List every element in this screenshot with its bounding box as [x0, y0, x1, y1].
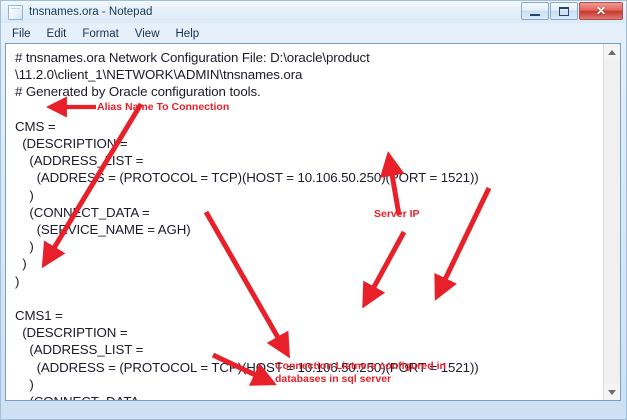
editor-line: (CONNECT_DATA =: [15, 204, 150, 220]
menu-item-help[interactable]: Help: [175, 27, 200, 40]
editor-line: ): [15, 256, 27, 272]
close-button[interactable]: ✕: [579, 2, 623, 20]
window-titlebar[interactable]: tnsnames.ora - Notepad ✕: [1, 1, 626, 23]
editor-line: \11.2.0\client_1\NETWORK\ADMIN\tnsnames.…: [15, 67, 303, 83]
editor-line: ): [15, 376, 34, 392]
annotation-alias-name: Alias Name To Connection: [97, 101, 230, 113]
scrollbar-track[interactable]: [604, 60, 620, 384]
close-icon: ✕: [595, 4, 607, 18]
editor-line: (ADDRESS_LIST =: [15, 342, 144, 358]
vertical-scrollbar[interactable]: [603, 44, 620, 400]
annotation-server-ip: Server IP: [374, 208, 420, 220]
editor-line: ): [15, 187, 34, 203]
maximize-button[interactable]: [550, 2, 578, 20]
editor-line: (DESCRIPTION =: [15, 325, 128, 341]
menu-item-view[interactable]: View: [134, 27, 160, 40]
minimize-button[interactable]: [521, 2, 549, 20]
editor-line: # tnsnames.ora Network Configuration Fil…: [15, 50, 370, 65]
window-controls: ✕: [521, 2, 623, 20]
menu-item-format[interactable]: Format: [82, 27, 119, 40]
editor-line: # Generated by Oracle configuration tool…: [15, 84, 261, 100]
editor-line: (ADDRESS = (PROTOCOL = TCP)(HOST = 10.10…: [15, 170, 479, 186]
scroll-up-arrow-button[interactable]: [604, 44, 620, 60]
editor-blank-line: [15, 290, 599, 307]
minimize-icon: [530, 11, 540, 16]
maximize-icon: [559, 6, 569, 16]
notepad-document-icon: [8, 4, 23, 20]
scroll-up-arrow-icon: [608, 49, 616, 55]
menu-bar: File Edit Format View Help: [4, 24, 623, 43]
editor-line: (ADDRESS_LIST =: [15, 153, 144, 169]
scroll-down-arrow-icon: [608, 389, 616, 395]
editor-line: ): [15, 239, 34, 255]
text-editor[interactable]: # tnsnames.ora Network Configuration Fil…: [6, 44, 603, 400]
menu-item-file[interactable]: File: [12, 27, 31, 40]
editor-line: ): [15, 273, 20, 289]
window-title: tnsnames.ora - Notepad: [29, 6, 153, 18]
menu-item-edit[interactable]: Edit: [46, 27, 67, 40]
editor-line: (CONNECT_DATA =: [15, 393, 599, 400]
annotation-connection-listeners: Connection Listners configured in databa…: [275, 360, 446, 385]
editor-line: (DESCRIPTION =: [15, 136, 128, 151]
editor-area: # tnsnames.ora Network Configuration Fil…: [5, 43, 621, 401]
editor-line: CMS1 =: [15, 308, 63, 324]
editor-line: CMS =: [15, 118, 56, 134]
editor-line: (SERVICE_NAME = AGH): [15, 222, 191, 238]
scroll-down-arrow-button[interactable]: [604, 384, 620, 400]
